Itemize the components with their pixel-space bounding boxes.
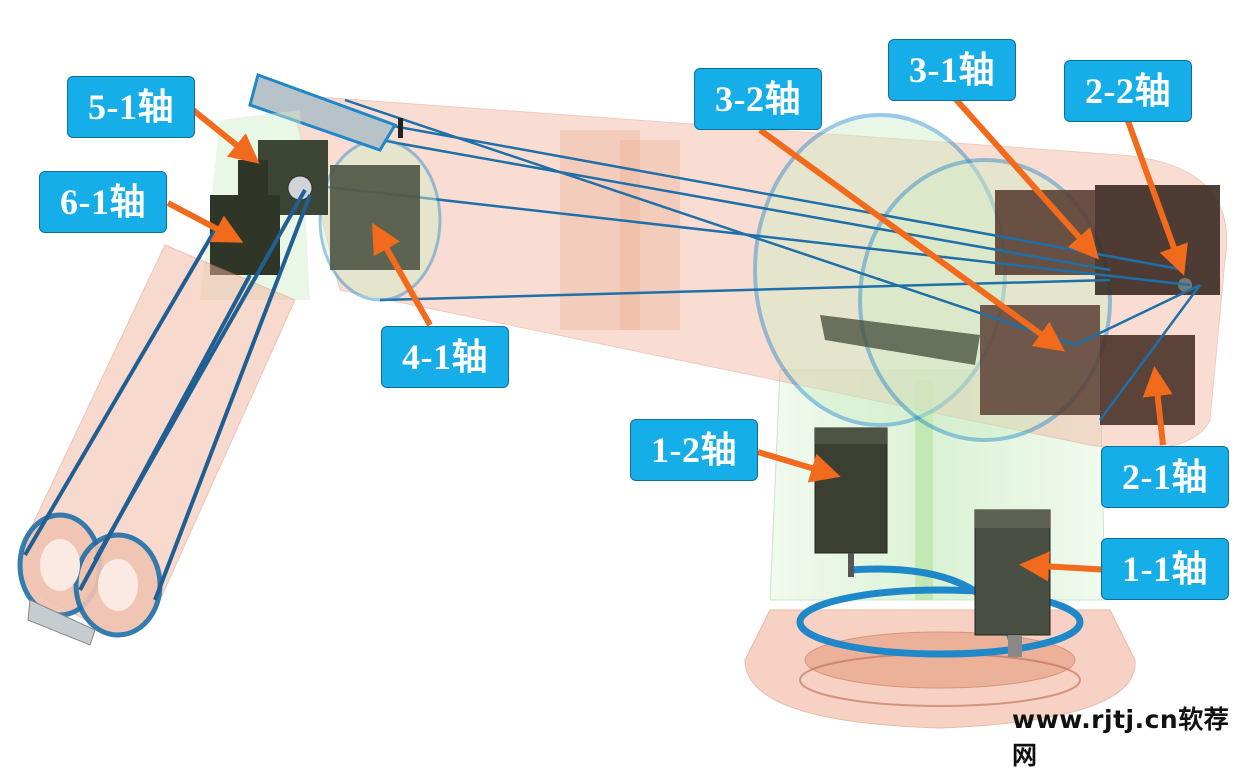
- label-3-1-axis: 3-1轴: [888, 39, 1016, 101]
- label-2-2-axis: 2-2轴: [1064, 60, 1192, 122]
- circuit-board: [820, 315, 980, 365]
- label-1-1-axis: 1-1轴: [1101, 538, 1229, 600]
- forearm-link: [17, 244, 296, 646]
- label-1-2-axis: 1-2轴: [630, 419, 758, 481]
- forearm-belts: [23, 189, 312, 601]
- watermark-text: www.rjtj.cn软荐网: [1012, 705, 1230, 770]
- label-6-1-axis: 6-1轴: [39, 171, 167, 233]
- elbow-joint: [248, 73, 442, 302]
- callout-arrows: [166, 93, 1188, 582]
- label-5-1-axis: 5-1轴: [67, 76, 195, 138]
- label-4-1-axis: 4-1轴: [381, 326, 509, 388]
- label-3-2-axis: 3-2轴: [694, 68, 822, 130]
- wrist-motors: [200, 110, 328, 300]
- base-foot: [744, 586, 1136, 729]
- upper-arm-belts: [309, 98, 1202, 421]
- motor-1-2: [814, 427, 888, 577]
- shoulder-motors: [980, 185, 1220, 425]
- label-2-1-axis: 2-1轴: [1101, 446, 1229, 508]
- motor-1-1: [974, 509, 1051, 657]
